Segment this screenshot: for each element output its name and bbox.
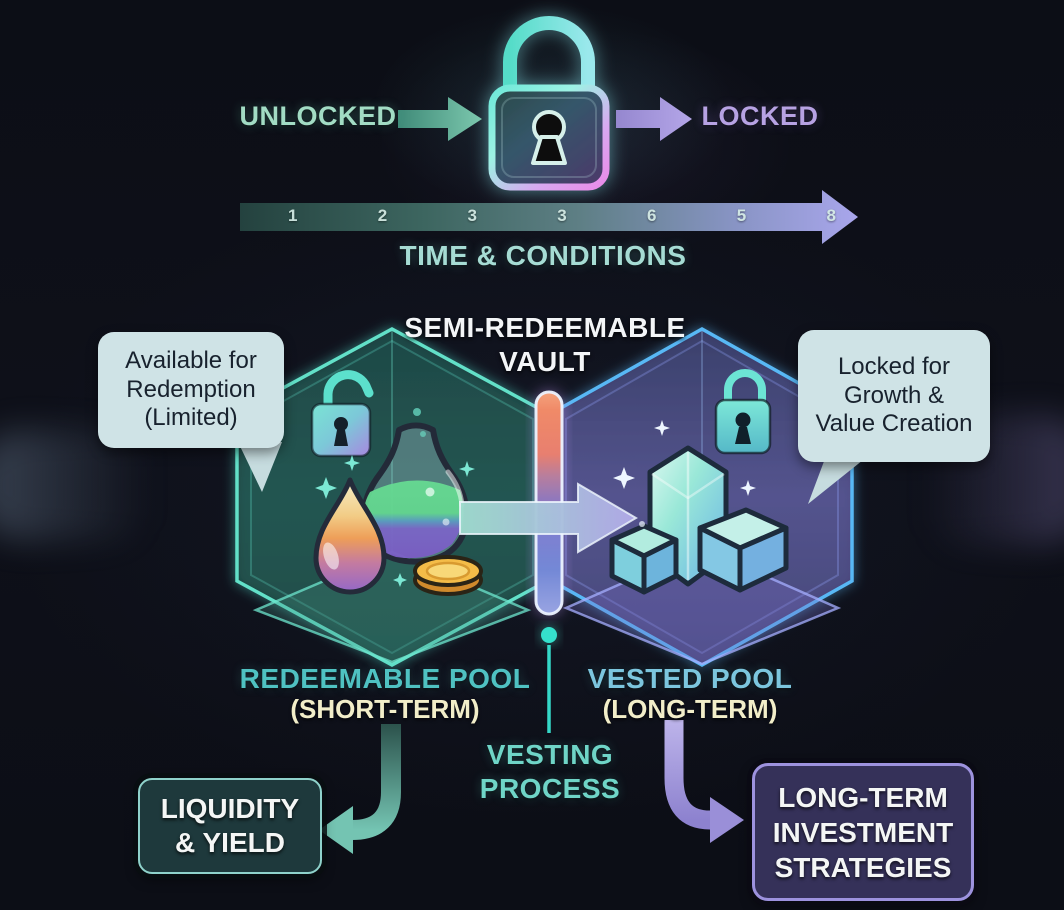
locked-label: LOCKED [701,101,819,131]
timeline-tick: 3 [557,206,567,225]
timeline-tick: 1 [288,206,298,225]
callout-line: Redemption [126,375,256,403]
long-term-strategies-box: LONG-TERM INVESTMENT STRATEGIES [752,763,974,901]
floor-diamond-left [252,550,532,664]
arrow-right-teal-icon [398,97,482,141]
timeline-tick: 8 [826,206,836,225]
strategies-line3: STRATEGIES [774,851,952,883]
timeline-tick: 6 [647,206,657,225]
timeline-tick: 5 [736,206,747,225]
strategies-line2: INVESTMENT [772,816,954,848]
vesting-line2: PROCESS [479,773,621,805]
lock-icon [714,369,772,455]
droplet-icon [313,477,387,595]
redeemable-pool-title: REDEEMABLE POOL [239,663,531,694]
arrow-right-purple-icon [616,97,692,141]
sparkle-icon [315,455,475,587]
callout-tail-right [808,456,868,504]
liquidity-yield-box: LIQUIDITY & YIELD [138,778,322,874]
flow-arrow-icon [459,482,638,554]
vault-title-line2: VAULT [499,346,591,378]
sparkle-icon-right [613,420,756,527]
callout-line: (Limited) [144,404,238,432]
vault-title: SEMI-REDEEMABLE VAULT [385,311,705,379]
redeemable-pool-subtitle: (SHORT-TERM) [290,694,480,724]
callout-line: Available for [125,346,257,374]
callout-available-redemption: Available for Redemption (Limited) [98,332,284,448]
vesting-process-label: VESTING PROCESS [450,738,650,806]
strategies-line1: LONG-TERM [778,781,948,813]
vault-title-line1: SEMI-REDEEMABLE [404,312,686,343]
crystals-icon [609,445,789,595]
floor-diamond-right [562,546,842,666]
callout-locked-growth: Locked for Growth & Value Creation [798,330,990,462]
callout-line: Value Creation [815,410,973,438]
padlock-locked-icon [488,16,610,191]
liquidity-line2: & YIELD [175,827,285,858]
liquidity-line1: LIQUIDITY [160,793,300,825]
timeline-ticks: 1 2 3 3 6 5 8 [288,202,836,230]
curved-arrow-left-icon [319,724,401,854]
flask-icon [360,408,470,565]
timeline-tick: 3 [467,206,477,225]
time-conditions-label: TIME & CONDITIONS [399,240,687,271]
callout-line: Growth & [843,381,945,409]
callout-line: Locked for [837,352,951,380]
unlocked-label: UNLOCKED [239,101,397,131]
vested-pool-title: VESTED POOL [587,663,793,694]
vesting-line1: VESTING [486,739,614,770]
callout-tail-left [238,442,282,492]
coin-icon [413,555,483,596]
curved-arrow-right-icon [664,720,744,843]
vested-pool-subtitle: (LONG-TERM) [602,694,778,724]
unlock-icon [310,370,374,458]
timeline-tick: 2 [377,206,388,225]
timeline-arrow-icon [240,190,858,244]
vesting-connector-dot [541,627,557,643]
